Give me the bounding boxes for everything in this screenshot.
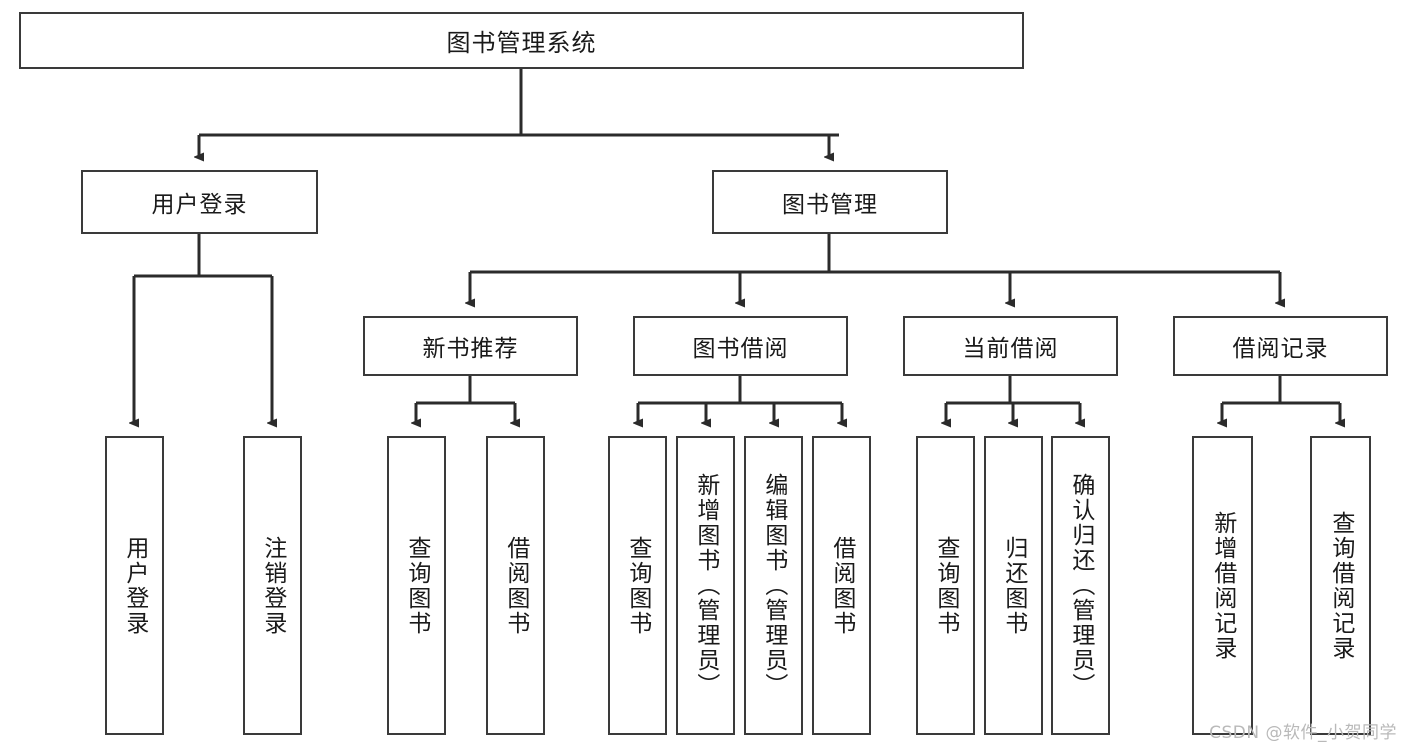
node-label: 当前借阅: [962, 336, 1059, 362]
node-label: 新书推荐: [422, 336, 519, 362]
leaf-confirm-return[interactable]: 确认归还（管理员）: [1051, 436, 1110, 735]
leaf-borrow-book-recommend[interactable]: 借阅图书: [486, 436, 545, 735]
node-label: 借阅图书: [502, 535, 529, 636]
leaf-query-book-borrow[interactable]: 查询图书: [608, 436, 667, 735]
leaf-query-book-current[interactable]: 查询图书: [916, 436, 975, 735]
node-root-system[interactable]: 图书管理系统: [19, 12, 1024, 69]
node-label: 新增借阅记录: [1209, 510, 1236, 661]
node-label: 新增图书（管理员）: [692, 473, 719, 698]
node-label: 图书管理系统: [446, 29, 597, 57]
node-current-borrow[interactable]: 当前借阅: [903, 316, 1118, 376]
leaf-add-borrow-record[interactable]: 新增借阅记录: [1192, 436, 1253, 735]
node-label: 借阅记录: [1232, 336, 1329, 362]
node-label: 确认归还（管理员）: [1067, 473, 1094, 698]
node-label: 图书管理: [782, 192, 878, 218]
node-label: 图书借阅: [692, 336, 789, 362]
node-book-manage[interactable]: 图书管理: [712, 170, 948, 234]
csdn-watermark: CSDN @软件_小贺同学: [1209, 723, 1397, 743]
node-user-login[interactable]: 用户登录: [81, 170, 318, 234]
node-label: 归还图书: [1000, 535, 1027, 636]
node-label: 用户登录: [151, 192, 248, 218]
leaf-user-login[interactable]: 用户登录: [105, 436, 164, 735]
node-label: 编辑图书（管理员）: [760, 473, 787, 698]
node-label: 查询图书: [403, 535, 430, 636]
leaf-edit-book[interactable]: 编辑图书（管理员）: [744, 436, 803, 735]
leaf-return-book[interactable]: 归还图书: [984, 436, 1043, 735]
leaf-add-book[interactable]: 新增图书（管理员）: [676, 436, 735, 735]
node-label: 查询图书: [932, 535, 959, 636]
leaf-logout[interactable]: 注销登录: [243, 436, 302, 735]
node-borrow-record[interactable]: 借阅记录: [1173, 316, 1388, 376]
leaf-borrow-book[interactable]: 借阅图书: [812, 436, 871, 735]
node-label: 借阅图书: [828, 535, 855, 636]
leaf-query-book-recommend[interactable]: 查询图书: [387, 436, 446, 735]
node-label: 注销登录: [259, 535, 286, 636]
node-book-borrow[interactable]: 图书借阅: [633, 316, 848, 376]
leaf-query-borrow-record[interactable]: 查询借阅记录: [1310, 436, 1371, 735]
node-new-book-recommend[interactable]: 新书推荐: [363, 316, 578, 376]
node-label: 查询借阅记录: [1327, 510, 1354, 661]
node-label: 用户登录: [121, 535, 148, 636]
node-label: 查询图书: [624, 535, 651, 636]
